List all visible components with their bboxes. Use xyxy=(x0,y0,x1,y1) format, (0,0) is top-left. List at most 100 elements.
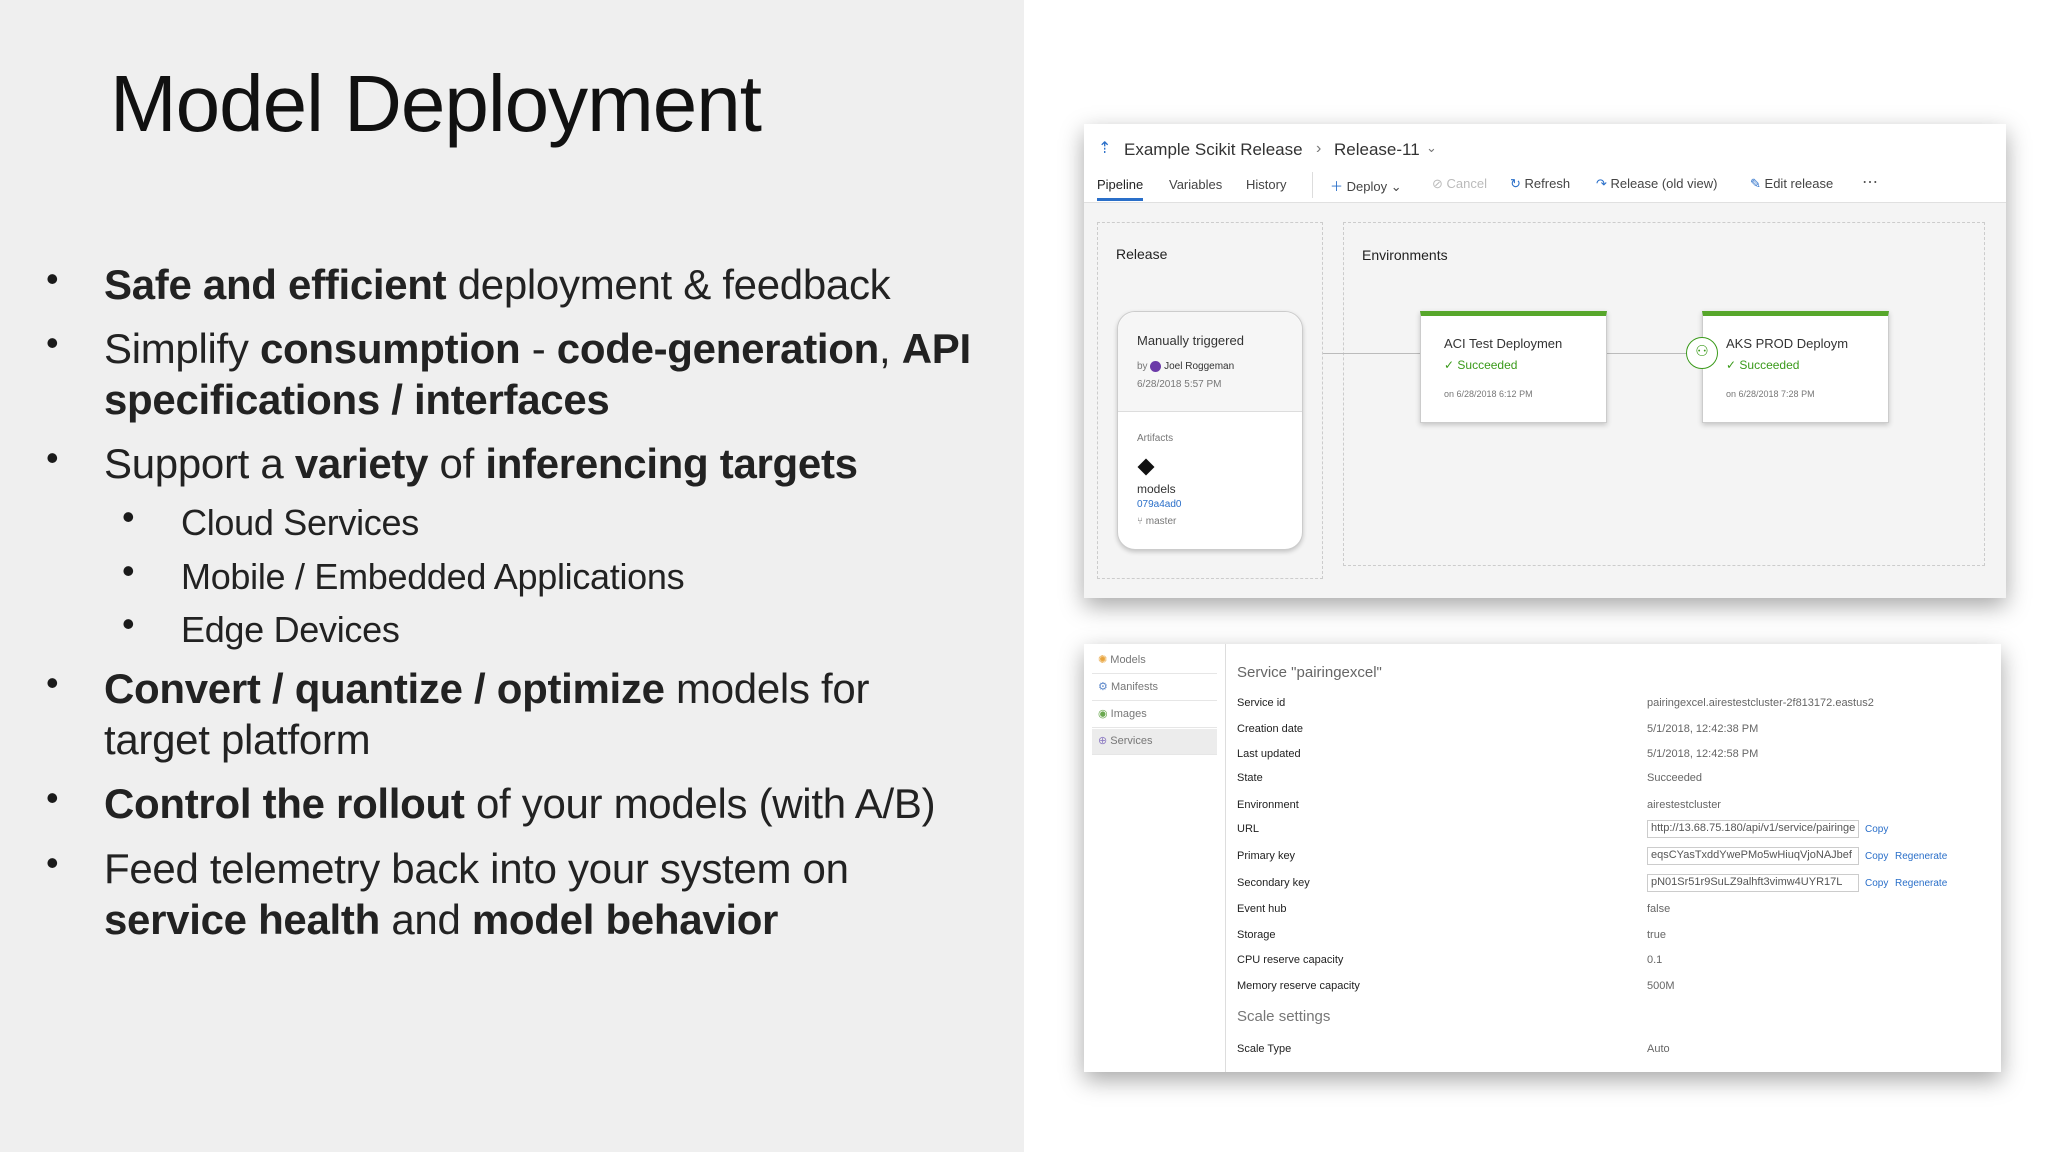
field-label: Environment xyxy=(1237,799,1299,811)
bullet-item: Control the rollout of your models (with… xyxy=(104,779,936,829)
bullet-icon: • xyxy=(122,496,135,537)
copy-primary-link[interactable]: Copy xyxy=(1865,851,1889,862)
environment-date: on 6/28/2018 6:12 PM xyxy=(1444,389,1533,399)
scale-type-label: Scale Type xyxy=(1237,1043,1292,1055)
release-icon: ⇡ xyxy=(1098,140,1112,157)
connector xyxy=(1323,353,1420,354)
refresh-button[interactable]: ↻ Refresh xyxy=(1510,176,1571,191)
more-options-button[interactable]: ⋯ xyxy=(1862,174,1878,191)
bullet-text: target platform xyxy=(104,716,371,763)
scale-type-value: Auto xyxy=(1647,1043,1670,1055)
bullet-emphasis: consumption xyxy=(260,325,521,372)
breadcrumb-release[interactable]: Release-11 xyxy=(1334,140,1420,159)
bullet-text: Mobile / Embedded Applications xyxy=(181,556,685,597)
bullet-icon: • xyxy=(46,662,59,703)
bullet-icon: • xyxy=(46,842,59,883)
bullet-item: specifications / interfaces xyxy=(104,375,610,425)
field-value: Succeeded xyxy=(1647,772,1703,784)
bullet-text: Feed telemetry back into your system on xyxy=(104,845,849,892)
artifact-name: models xyxy=(1137,482,1176,496)
bullet-icon: • xyxy=(122,550,135,591)
field-value: airestestcluster xyxy=(1647,799,1721,811)
avatar xyxy=(1150,361,1162,372)
release-old-view-button[interactable]: ↷ Release (old view) xyxy=(1596,176,1718,191)
bullet-item: Safe and efficient deployment & feedback xyxy=(104,260,891,310)
edit-release-button[interactable]: ✎ Edit release xyxy=(1750,176,1834,191)
connector xyxy=(1606,353,1702,354)
environments-heading: Environments xyxy=(1362,247,1448,263)
primary-key-field[interactable]: eqsCYasTxddYwePMo5wHiuqVjoNAJbef xyxy=(1647,847,1859,865)
check-icon: ✓ xyxy=(1444,358,1455,372)
regenerate-primary-link[interactable]: Regenerate xyxy=(1895,851,1948,862)
bullet-text: of xyxy=(428,440,486,487)
tab-history[interactable]: History xyxy=(1246,177,1287,192)
service-details-screenshot xyxy=(1084,644,2001,1072)
sidebar-item-services[interactable]: ⊕ Services xyxy=(1092,729,1217,755)
field-value: true xyxy=(1647,929,1666,941)
bullet-icon: • xyxy=(46,777,59,818)
services-icon: ⊕ xyxy=(1098,735,1108,747)
release-heading: Release xyxy=(1116,246,1168,262)
sidebar-item-images[interactable]: ◉ Images xyxy=(1092,702,1217,728)
field-label: Event hub xyxy=(1237,903,1287,915)
environment-card[interactable] xyxy=(1420,311,1607,423)
field-value: 5/1/2018, 12:42:58 PM xyxy=(1647,748,1759,760)
field-label: State xyxy=(1237,772,1263,784)
tab-variables[interactable]: Variables xyxy=(1169,177,1223,192)
copy-secondary-link[interactable]: Copy xyxy=(1865,878,1889,889)
images-icon: ◉ xyxy=(1098,708,1108,720)
release-trigger-card[interactable] xyxy=(1117,311,1303,550)
deploy-button[interactable]: ＋ Deploy ⌄ xyxy=(1330,179,1402,194)
bullet-item: target platform xyxy=(104,715,371,765)
bullet-emphasis: Convert / quantize / optimize xyxy=(104,665,665,712)
field-value: false xyxy=(1647,903,1671,915)
primary-key-label: Primary key xyxy=(1237,850,1296,862)
regenerate-secondary-link[interactable]: Regenerate xyxy=(1895,878,1948,889)
bullet-text: Cloud Services xyxy=(181,502,419,543)
bullet-text: Simplify xyxy=(104,325,260,372)
url-field[interactable]: http://13.68.75.180/api/v1/service/pairi… xyxy=(1647,820,1859,838)
sidebar-item-manifests[interactable]: ⚙ Manifests xyxy=(1092,675,1217,701)
field-value: 5/1/2018, 12:42:38 PM xyxy=(1647,723,1759,735)
divider xyxy=(1225,644,1226,1072)
field-value: pairingexcel.airestestcluster-2f813172.e… xyxy=(1647,697,1874,709)
url-label: URL xyxy=(1237,823,1260,835)
copy-url-link[interactable]: Copy xyxy=(1865,824,1889,835)
commit-link[interactable]: 079a4ad0 xyxy=(1137,499,1182,510)
bullet-icon: • xyxy=(46,437,59,478)
breadcrumb-pipeline[interactable]: Example Scikit Release xyxy=(1124,140,1303,159)
chevron-down-icon[interactable]: ⌄ xyxy=(1426,140,1437,155)
secondary-key-label: Secondary key xyxy=(1237,877,1310,889)
bullet-item: service health and model behavior xyxy=(104,895,778,945)
bullet-item: Support a variety of inferencing targets xyxy=(104,439,858,489)
manifests-icon: ⚙ xyxy=(1098,681,1108,693)
cancel-button[interactable]: ⊘ Cancel xyxy=(1432,176,1487,191)
scale-settings-heading: Scale settings xyxy=(1237,1008,1331,1025)
bullet-emphasis: service health xyxy=(104,896,380,943)
pencil-icon: ✎ xyxy=(1750,176,1761,191)
field-label: Memory reserve capacity xyxy=(1237,980,1360,992)
bullet-item: Convert / quantize / optimize models for xyxy=(104,664,869,714)
bullet-emphasis: API xyxy=(901,325,971,372)
bullet-text: models for xyxy=(664,665,870,712)
chevron-right-icon: › xyxy=(1316,140,1322,157)
field-label: Service id xyxy=(1237,697,1286,709)
trigger-date: 6/28/2018 5:57 PM xyxy=(1137,379,1222,390)
artifacts-label: Artifacts xyxy=(1137,433,1174,444)
environment-name: ACI Test Deploymen xyxy=(1444,336,1563,351)
cancel-icon: ⊘ xyxy=(1432,176,1443,191)
slide-title: Model Deployment xyxy=(110,59,762,148)
divider xyxy=(1084,202,2006,203)
tab-pipeline[interactable]: Pipeline xyxy=(1097,177,1144,201)
approval-icon[interactable]: ⚇ xyxy=(1686,337,1718,369)
sidebar-item-models[interactable]: ✺ Models xyxy=(1092,648,1217,674)
service-title: Service "pairingexcel" xyxy=(1237,664,1382,681)
bullet-item: Mobile / Embedded Applications xyxy=(181,552,685,602)
environment-status: ✓ Succeeded xyxy=(1444,358,1518,372)
bullet-text: deployment & feedback xyxy=(446,261,891,308)
secondary-key-field[interactable]: pN01Sr51r9SuLZ9alhft3vimw4UYR17L xyxy=(1647,874,1859,892)
field-label: Last updated xyxy=(1237,748,1301,760)
bullet-item: Edge Devices xyxy=(181,605,400,655)
divider xyxy=(1312,172,1313,198)
bullet-emphasis: inferencing targets xyxy=(485,440,858,487)
